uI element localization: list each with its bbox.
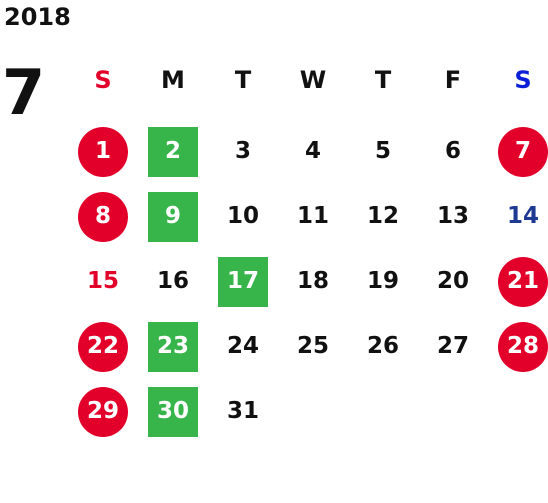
day-cell[interactable]: 2 [138, 119, 208, 184]
day-number: 12 [366, 203, 399, 229]
day-empty [288, 387, 338, 437]
day-cell[interactable]: 31 [208, 379, 278, 444]
day-cell[interactable]: 11 [278, 184, 348, 249]
day-number: 17 [218, 256, 268, 307]
day-cell[interactable]: 10 [208, 184, 278, 249]
weekday-header-sun: S [94, 66, 112, 94]
day-cell[interactable]: 12 [348, 184, 418, 249]
day-cell[interactable]: 17 [208, 249, 278, 314]
day-number: 26 [366, 333, 399, 359]
weekday-header-fri: F [444, 66, 462, 94]
day-number: 23 [148, 321, 198, 372]
weekday-header-sat: S [514, 66, 532, 94]
day-cell[interactable]: 30 [138, 379, 208, 444]
day-cell[interactable]: 26 [348, 314, 418, 379]
day-number: 9 [148, 191, 198, 242]
day-number: 30 [148, 386, 198, 437]
day-number: 2 [148, 126, 198, 177]
day-cell[interactable]: 6 [418, 119, 488, 184]
day-number: 15 [86, 268, 119, 294]
weekday-header-row: S M T W T F S [68, 62, 548, 98]
day-cell [418, 379, 488, 444]
weekday-header-tue: T [234, 66, 252, 94]
day-cell [348, 379, 418, 444]
day-cell[interactable]: 29 [68, 379, 138, 444]
day-cell[interactable]: 8 [68, 184, 138, 249]
day-empty [428, 387, 478, 437]
day-cell[interactable]: 16 [138, 249, 208, 314]
weekday-header-wed: W [299, 66, 327, 94]
day-cell[interactable]: 23 [138, 314, 208, 379]
day-cell[interactable]: 5 [348, 119, 418, 184]
day-cell [278, 379, 348, 444]
day-cell [488, 379, 548, 444]
year-label: 2018 [4, 3, 71, 31]
day-empty [358, 387, 408, 437]
day-number: 21 [498, 256, 548, 307]
day-cell[interactable]: 15 [68, 249, 138, 314]
day-number: 11 [296, 203, 329, 229]
day-number: 18 [296, 268, 329, 294]
day-empty [498, 387, 548, 437]
day-cell[interactable]: 4 [278, 119, 348, 184]
day-cell[interactable]: 3 [208, 119, 278, 184]
day-cell[interactable]: 1 [68, 119, 138, 184]
day-number: 4 [304, 138, 321, 164]
day-number: 27 [436, 333, 469, 359]
weekday-header-thu: T [374, 66, 392, 94]
day-number: 7 [498, 126, 548, 177]
day-cell[interactable]: 7 [488, 119, 548, 184]
day-number: 3 [234, 138, 251, 164]
weekday-header-mon: M [161, 66, 185, 94]
day-cell[interactable]: 20 [418, 249, 488, 314]
day-number: 10 [226, 203, 259, 229]
day-cell[interactable]: 22 [68, 314, 138, 379]
day-cell[interactable]: 9 [138, 184, 208, 249]
day-number: 24 [226, 333, 259, 359]
day-number: 20 [436, 268, 469, 294]
day-number: 31 [226, 398, 259, 424]
day-cell[interactable]: 24 [208, 314, 278, 379]
day-number: 28 [498, 321, 548, 372]
day-number: 14 [506, 203, 539, 229]
day-number: 22 [78, 321, 128, 372]
day-number: 6 [444, 138, 461, 164]
day-number: 16 [156, 268, 189, 294]
day-cell[interactable]: 21 [488, 249, 548, 314]
month-label: 7 [2, 56, 46, 129]
day-number: 1 [78, 126, 128, 177]
day-cell[interactable]: 13 [418, 184, 488, 249]
day-number: 19 [366, 268, 399, 294]
day-number: 13 [436, 203, 469, 229]
day-cell[interactable]: 28 [488, 314, 548, 379]
day-number: 8 [78, 191, 128, 242]
day-number: 25 [296, 333, 329, 359]
day-cell[interactable]: 18 [278, 249, 348, 314]
day-cell[interactable]: 25 [278, 314, 348, 379]
day-cell[interactable]: 27 [418, 314, 488, 379]
day-cell[interactable]: 19 [348, 249, 418, 314]
day-cell[interactable]: 14 [488, 184, 548, 249]
day-number: 29 [78, 386, 128, 437]
day-number: 5 [374, 138, 391, 164]
